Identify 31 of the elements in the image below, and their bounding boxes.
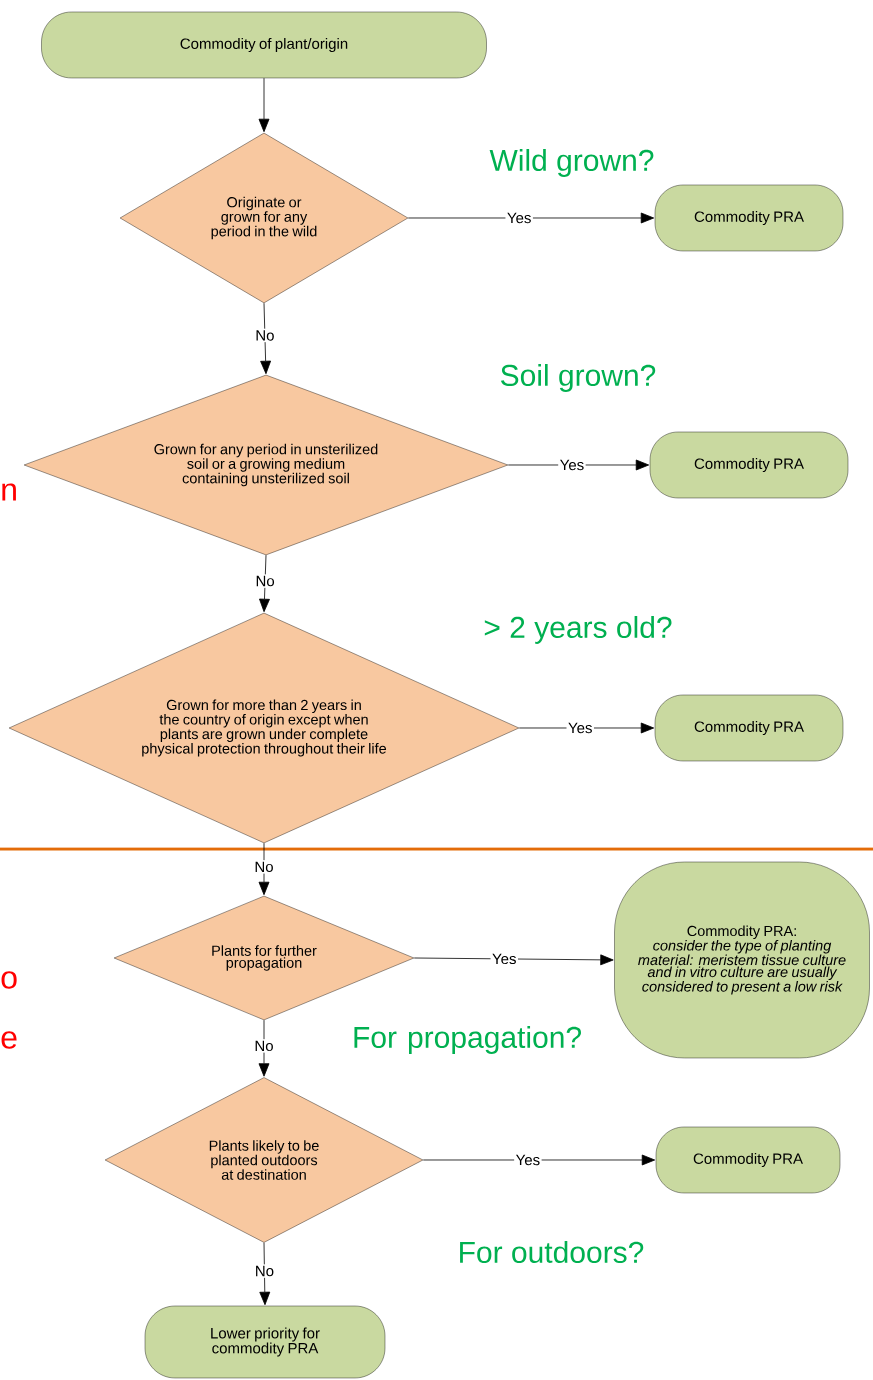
result-oval: Commodity PRA: consider the type of planting material: meristem tissue culture and in vitro culture are usually considered to present a low risk — [614, 861, 870, 1059]
arrow — [259, 1242, 271, 1306]
edge-label: Yes — [558, 458, 586, 472]
result-box: Commodity PRA — [654, 694, 844, 762]
arrow — [258, 77, 270, 133]
result-box: Commodity PRA — [655, 1126, 841, 1194]
edge-label: Yes — [505, 211, 533, 225]
arrow — [260, 302, 272, 375]
edge-label: Yes — [490, 952, 518, 966]
terminal-box: Lower priority for commodity PRA — [144, 1305, 386, 1379]
edge-label: No — [252, 860, 276, 874]
edge-label: No — [252, 1039, 276, 1053]
arrow — [258, 1019, 270, 1077]
edge-label: Yes — [514, 1153, 542, 1167]
arrow — [259, 554, 270, 613]
edge-label: Yes — [566, 721, 594, 735]
arrow — [407, 212, 655, 224]
result-box: Commodity PRA — [654, 184, 844, 252]
edge-label: No — [253, 328, 276, 343]
arrow — [422, 1154, 656, 1166]
annotation: e — [1, 1031, 17, 1049]
annotation: o — [1, 971, 17, 989]
annotation: Wild grown? — [489, 149, 654, 177]
terminal-box: Commodity of plant/origin — [41, 11, 487, 79]
arrow — [413, 954, 614, 966]
annotation: For propagation? — [354, 1026, 581, 1054]
edge-label: No — [254, 574, 277, 588]
result-box: Commodity PRA — [649, 431, 849, 499]
annotation: For outdoors? — [460, 1241, 644, 1263]
edge-label: No — [253, 1264, 276, 1278]
arrow — [258, 842, 270, 896]
